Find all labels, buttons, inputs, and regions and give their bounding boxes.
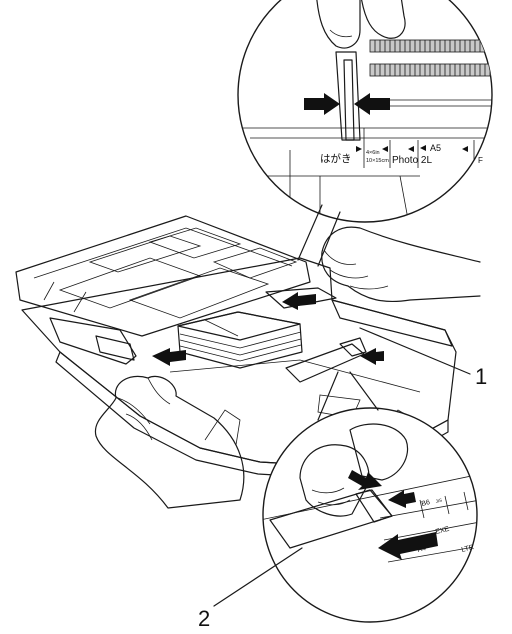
- hand-left: [95, 376, 243, 508]
- hand-right: [322, 227, 480, 301]
- paper-width-guide-left[interactable]: [50, 318, 136, 364]
- label-4x6in: 4×6in: [366, 150, 380, 156]
- magnifier-top: はがき 4×6in 10×15cm Photo 2L A5 F: [238, 0, 510, 230]
- push-arrow-icon: [152, 348, 186, 366]
- callout-1-leader: [360, 328, 470, 374]
- push-arrow-icon: [360, 348, 384, 365]
- label-10x15cm: 10×15cm: [366, 158, 389, 164]
- magnifier-bottom: B6 JIS EXE LTR A4: [260, 408, 500, 634]
- label-hagaki: はがき: [320, 152, 352, 165]
- photo-tray-rib-4: [150, 228, 240, 258]
- paper-stack: [178, 312, 302, 368]
- callout-1-label: 1: [475, 364, 487, 389]
- photo-tray-rib-2: [130, 268, 268, 318]
- paper-stack-top: [178, 312, 300, 340]
- tray-right-wall: [332, 300, 452, 346]
- label-a5: A5: [430, 143, 441, 153]
- label-f: F: [478, 156, 483, 165]
- label-photo-2l: Photo 2L: [392, 155, 432, 166]
- callout-2-label: 2: [198, 606, 210, 631]
